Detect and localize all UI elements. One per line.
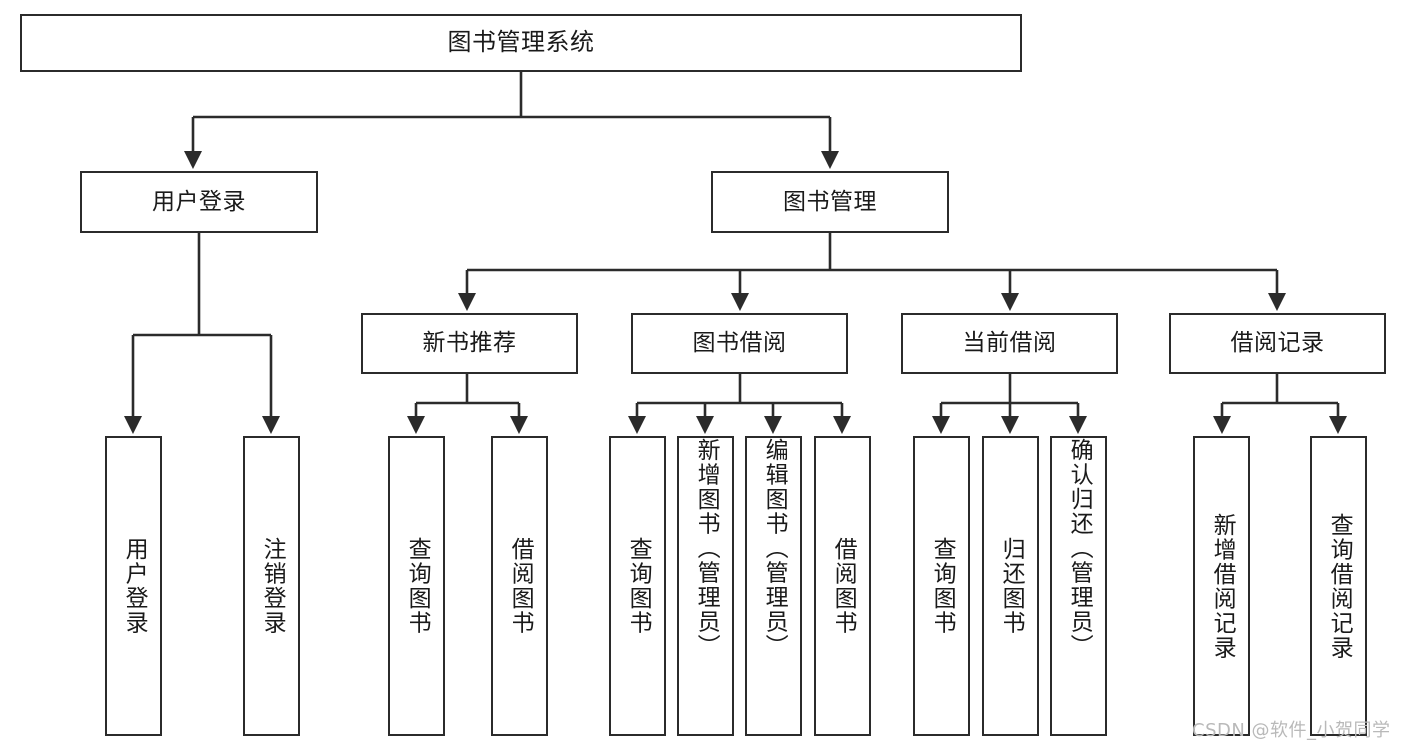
node-label: 查询图书 [625, 537, 652, 635]
leaf-recommend-borrow-book[interactable]: 借阅图书 [491, 436, 548, 736]
node-label: 注销登录 [259, 537, 286, 635]
node-label: 借阅图书 [507, 537, 534, 635]
leaf-borrow-edit-book-admin[interactable]: 编辑图书（管理员） [745, 436, 802, 736]
node-label: 新书推荐 [422, 330, 517, 357]
leaf-recommend-query-book[interactable]: 查询图书 [388, 436, 445, 736]
leaf-borrow-query-book[interactable]: 查询图书 [609, 436, 666, 736]
node-label: 用户登录 [152, 188, 246, 215]
node-borrow-record[interactable]: 借阅记录 [1169, 313, 1386, 374]
node-label: 当前借阅 [962, 330, 1057, 357]
leaf-current-query-book[interactable]: 查询图书 [913, 436, 970, 736]
node-label: 借阅记录 [1230, 330, 1325, 357]
leaf-current-confirm-return-admin[interactable]: 确认归还（管理员） [1050, 436, 1107, 736]
node-current-borrow[interactable]: 当前借阅 [901, 313, 1118, 374]
leaf-record-query-record[interactable]: 查询借阅记录 [1310, 436, 1367, 736]
node-user-login[interactable]: 用户登录 [80, 171, 318, 233]
node-label: 图书借阅 [692, 330, 787, 357]
leaf-borrow-add-book-admin[interactable]: 新增图书（管理员） [677, 436, 734, 736]
node-label: 查询借阅记录 [1326, 512, 1353, 660]
leaf-user-login-login[interactable]: 用户登录 [105, 436, 162, 736]
leaf-record-add-record[interactable]: 新增借阅记录 [1193, 436, 1250, 736]
node-label: 新增借阅记录 [1209, 512, 1236, 660]
node-book-management[interactable]: 图书管理 [711, 171, 949, 233]
node-label: 用户登录 [121, 537, 148, 635]
leaf-user-login-logout[interactable]: 注销登录 [243, 436, 300, 736]
node-new-book-recommend[interactable]: 新书推荐 [361, 313, 578, 374]
csdn-watermark: CSDN @软件_小贺同学 [1192, 720, 1391, 741]
node-root-book-management-system[interactable]: 图书管理系统 [20, 14, 1022, 72]
node-label: 图书管理系统 [447, 28, 595, 57]
node-label: 图书管理 [783, 188, 877, 215]
leaf-current-return-book[interactable]: 归还图书 [982, 436, 1039, 736]
node-label: 新增图书（管理员） [693, 438, 720, 659]
node-book-borrow[interactable]: 图书借阅 [631, 313, 848, 374]
leaf-borrow-borrow-book[interactable]: 借阅图书 [814, 436, 871, 736]
node-label: 查询图书 [404, 537, 431, 635]
node-label: 查询图书 [929, 537, 956, 635]
node-label: 编辑图书（管理员） [761, 438, 788, 659]
node-label: 归还图书 [998, 537, 1025, 635]
node-label: 借阅图书 [830, 537, 857, 635]
node-label: 确认归还（管理员） [1066, 438, 1093, 659]
